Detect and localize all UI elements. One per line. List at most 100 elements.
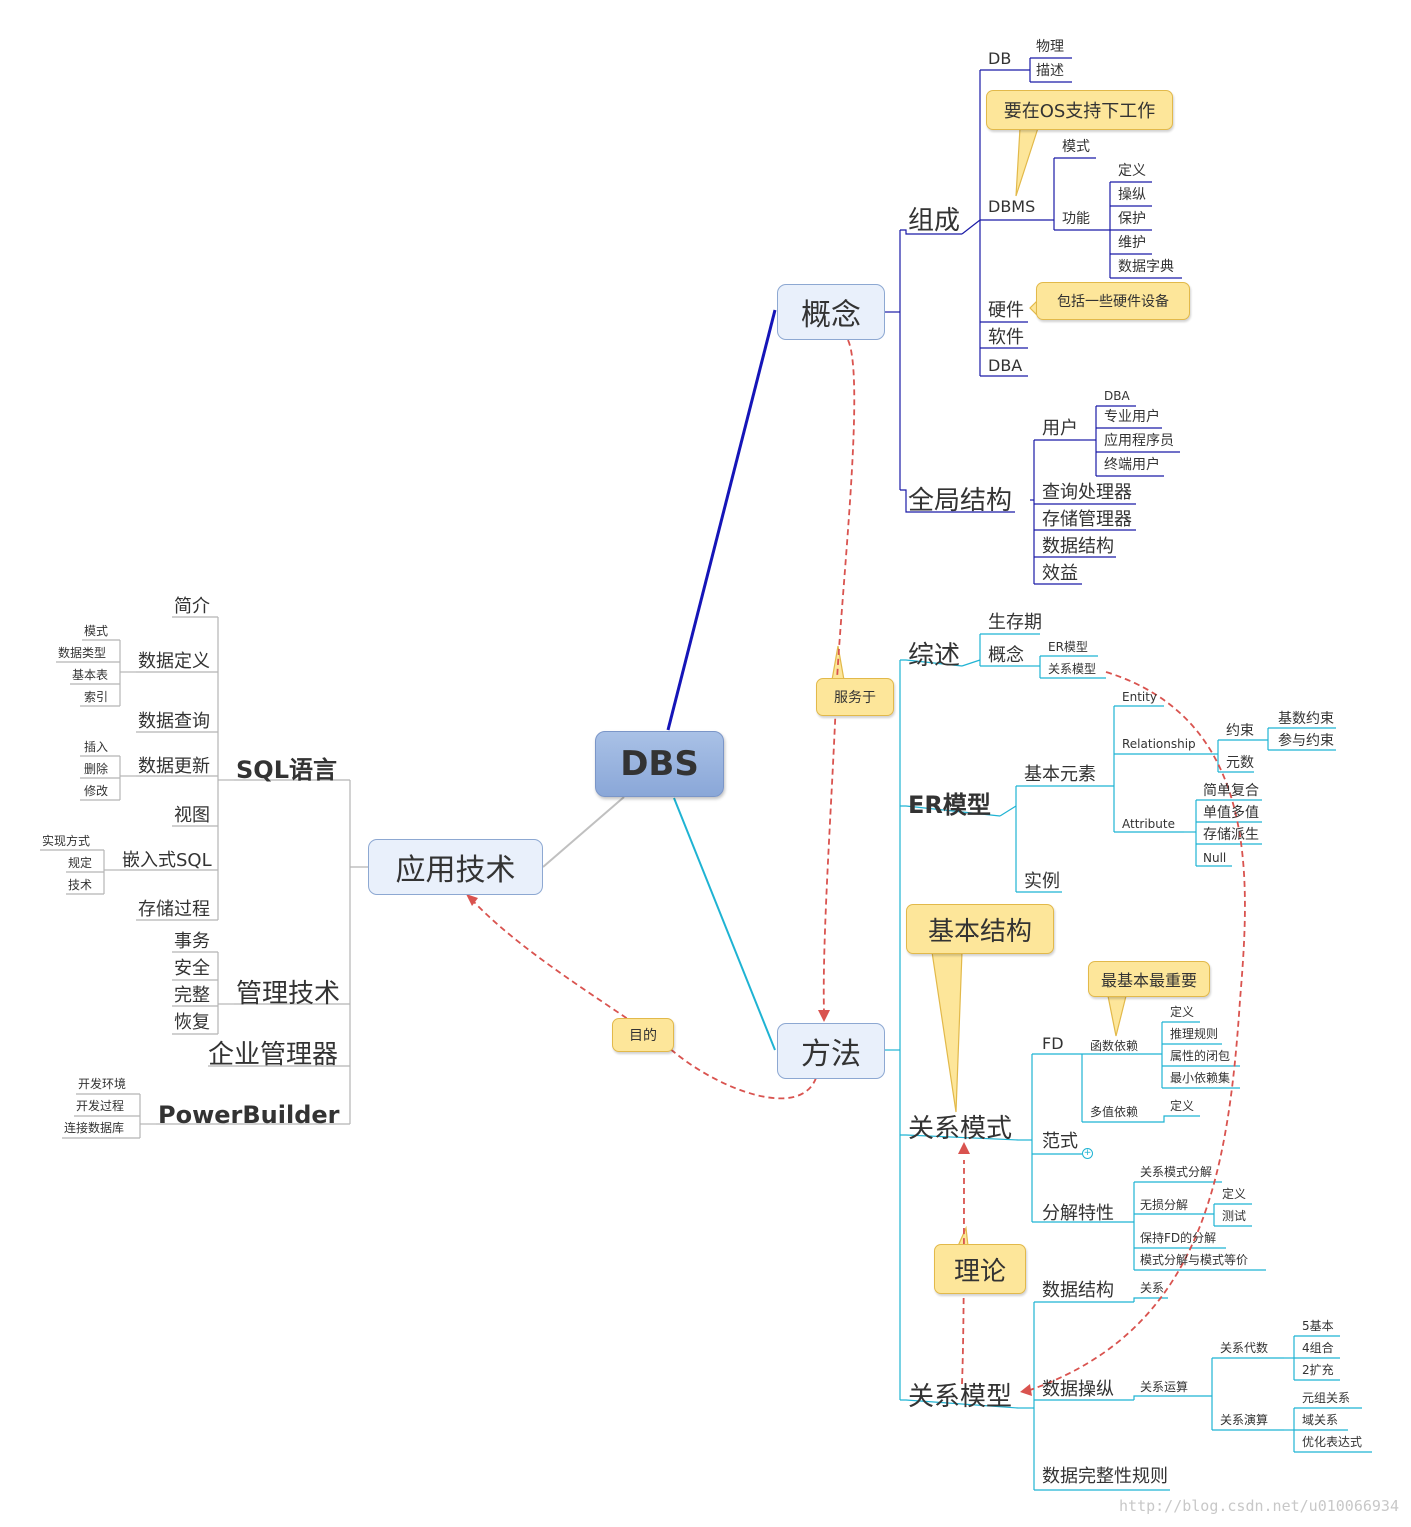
node-global-structure[interactable]: 全局结构 (908, 486, 1013, 516)
node-view[interactable]: 视图 (174, 805, 210, 826)
node-four-combined[interactable]: 4组合 (1302, 1341, 1334, 1355)
node-fd-define[interactable]: 定义 (1170, 1005, 1195, 1019)
node-functional-dependency[interactable]: 函数依赖 (1090, 1039, 1139, 1053)
node-professional-users[interactable]: 专业用户 (1104, 409, 1160, 425)
node-data-dictionary[interactable]: 数据字典 (1118, 259, 1174, 275)
node-benefits[interactable]: 效益 (1042, 563, 1078, 584)
node-inference-rules[interactable]: 推理规则 (1170, 1027, 1219, 1041)
node-optimization[interactable]: 优化表达式 (1302, 1435, 1363, 1449)
node-relational-calculus[interactable]: 关系演算 (1220, 1413, 1269, 1427)
branch-concept[interactable]: 概念 (777, 284, 885, 340)
node-instance[interactable]: 实例 (1024, 871, 1060, 892)
node-relationship[interactable]: Relationship (1122, 737, 1196, 751)
node-data-update[interactable]: 数据更新 (138, 756, 210, 777)
node-entity[interactable]: Entity (1122, 690, 1158, 704)
node-stored-procedure[interactable]: 存储过程 (138, 899, 210, 920)
node-recovery[interactable]: 恢复 (174, 1012, 210, 1033)
branch-application[interactable]: 应用技术 (368, 839, 543, 895)
node-relational-schema[interactable]: 关系模式 (908, 1114, 1013, 1144)
node-db[interactable]: DB (988, 49, 1012, 68)
node-five-basic[interactable]: 5基本 (1302, 1319, 1334, 1333)
node-relation[interactable]: 关系 (1140, 1281, 1165, 1295)
node-function[interactable]: 功能 (1062, 211, 1090, 227)
node-delete[interactable]: 删除 (84, 762, 109, 776)
node-protect[interactable]: 保护 (1118, 211, 1146, 227)
node-tuple-calculus[interactable]: 元组关系 (1302, 1391, 1351, 1405)
node-embedded-sql[interactable]: 嵌入式SQL (122, 850, 212, 871)
node-dbms[interactable]: DBMS (988, 197, 1036, 216)
node-basic-elements[interactable]: 基本元素 (1024, 764, 1096, 785)
node-relational-operations[interactable]: 关系运算 (1140, 1380, 1189, 1394)
node-end-users[interactable]: 终端用户 (1104, 457, 1160, 473)
node-relational-algebra[interactable]: 关系代数 (1220, 1341, 1269, 1355)
node-technique[interactable]: 技术 (68, 878, 93, 892)
node-equivalence[interactable]: 模式分解与模式等价 (1140, 1253, 1249, 1267)
node-dev-process[interactable]: 开发过程 (76, 1099, 125, 1113)
node-enterprise-manager[interactable]: 企业管理器 (208, 1040, 339, 1070)
node-user-dba[interactable]: DBA (1104, 389, 1130, 403)
node-overview[interactable]: 综述 (908, 641, 961, 671)
node-data-definition[interactable]: 数据定义 (138, 651, 210, 672)
node-app-programmers[interactable]: 应用程序员 (1104, 433, 1174, 449)
node-attribute[interactable]: Attribute (1122, 817, 1175, 831)
node-dev-env[interactable]: 开发环境 (78, 1077, 127, 1091)
node-method-concept[interactable]: 概念 (988, 645, 1024, 666)
node-normal-forms[interactable]: 范式 (1042, 1131, 1078, 1152)
node-mvd[interactable]: 多值依赖 (1090, 1105, 1139, 1119)
node-dba[interactable]: DBA (988, 356, 1023, 375)
node-hardware[interactable]: 硬件 (988, 300, 1024, 321)
node-lossless[interactable]: 无损分解 (1140, 1198, 1189, 1212)
node-rules[interactable]: 规定 (68, 856, 93, 870)
node-impl-method[interactable]: 实现方式 (42, 834, 91, 848)
node-security[interactable]: 安全 (174, 958, 210, 979)
node-management[interactable]: 管理技术 (236, 979, 341, 1009)
node-data-manipulation[interactable]: 数据操纵 (1042, 1379, 1114, 1400)
node-domain-calculus[interactable]: 域关系 (1302, 1413, 1339, 1427)
node-mvd-define[interactable]: 定义 (1170, 1099, 1195, 1113)
node-decomposition[interactable]: 分解特性 (1042, 1203, 1114, 1224)
node-lossless-test[interactable]: 测试 (1222, 1209, 1247, 1223)
node-data-structure[interactable]: 数据结构 (1042, 1280, 1114, 1301)
node-attribute-closure[interactable]: 属性的闭包 (1170, 1049, 1231, 1063)
node-physical[interactable]: 物理 (1036, 39, 1064, 55)
node-fd[interactable]: FD (1042, 1034, 1064, 1053)
node-query-processor[interactable]: 查询处理器 (1042, 482, 1132, 503)
node-powerbuilder[interactable]: PowerBuilder (158, 1101, 340, 1129)
node-insert[interactable]: 插入 (84, 740, 109, 754)
node-degree[interactable]: 元数 (1226, 755, 1254, 771)
node-relational-model[interactable]: 关系模型 (908, 1382, 1013, 1412)
node-two-extended[interactable]: 2扩充 (1302, 1363, 1334, 1377)
node-intro[interactable]: 简介 (174, 596, 210, 617)
node-integrity[interactable]: 完整 (174, 985, 210, 1006)
node-dd-types[interactable]: 数据类型 (58, 646, 107, 660)
node-er-model-sub[interactable]: ER模型 (1048, 640, 1088, 654)
central-topic[interactable]: DBS (595, 731, 724, 797)
node-sql[interactable]: SQL语言 (236, 756, 337, 784)
node-composition[interactable]: 组成 (908, 206, 961, 236)
node-schema-decomposition[interactable]: 关系模式分解 (1140, 1165, 1213, 1179)
node-lifecycle[interactable]: 生存期 (988, 612, 1042, 633)
node-dd-index[interactable]: 索引 (84, 690, 109, 704)
node-description[interactable]: 描述 (1036, 63, 1064, 79)
node-dd-schema[interactable]: 模式 (84, 624, 109, 638)
branch-method[interactable]: 方法 (777, 1023, 885, 1079)
node-data-query[interactable]: 数据查询 (138, 711, 210, 732)
node-connect-db[interactable]: 连接数据库 (64, 1121, 125, 1135)
node-cardinality[interactable]: 基数约束 (1278, 711, 1334, 727)
node-stored-derived[interactable]: 存储派生 (1203, 827, 1259, 843)
node-integrity-rules[interactable]: 数据完整性规则 (1042, 1466, 1168, 1487)
node-software[interactable]: 软件 (988, 327, 1024, 348)
node-constraints[interactable]: 约束 (1226, 723, 1254, 739)
node-manipulate[interactable]: 操纵 (1118, 187, 1146, 203)
node-lossless-define[interactable]: 定义 (1222, 1187, 1247, 1201)
node-single-multi[interactable]: 单值多值 (1203, 805, 1259, 821)
expand-icon[interactable]: + (1082, 1148, 1093, 1159)
node-minimal-cover[interactable]: 最小依赖集 (1170, 1071, 1231, 1085)
node-users[interactable]: 用户 (1042, 418, 1078, 439)
node-transaction[interactable]: 事务 (174, 931, 210, 952)
node-maintain[interactable]: 维护 (1118, 235, 1146, 251)
node-data-structures[interactable]: 数据结构 (1042, 536, 1114, 557)
node-er-model[interactable]: ER模型 (908, 791, 991, 819)
node-null[interactable]: Null (1203, 851, 1227, 865)
node-modify[interactable]: 修改 (84, 784, 109, 798)
